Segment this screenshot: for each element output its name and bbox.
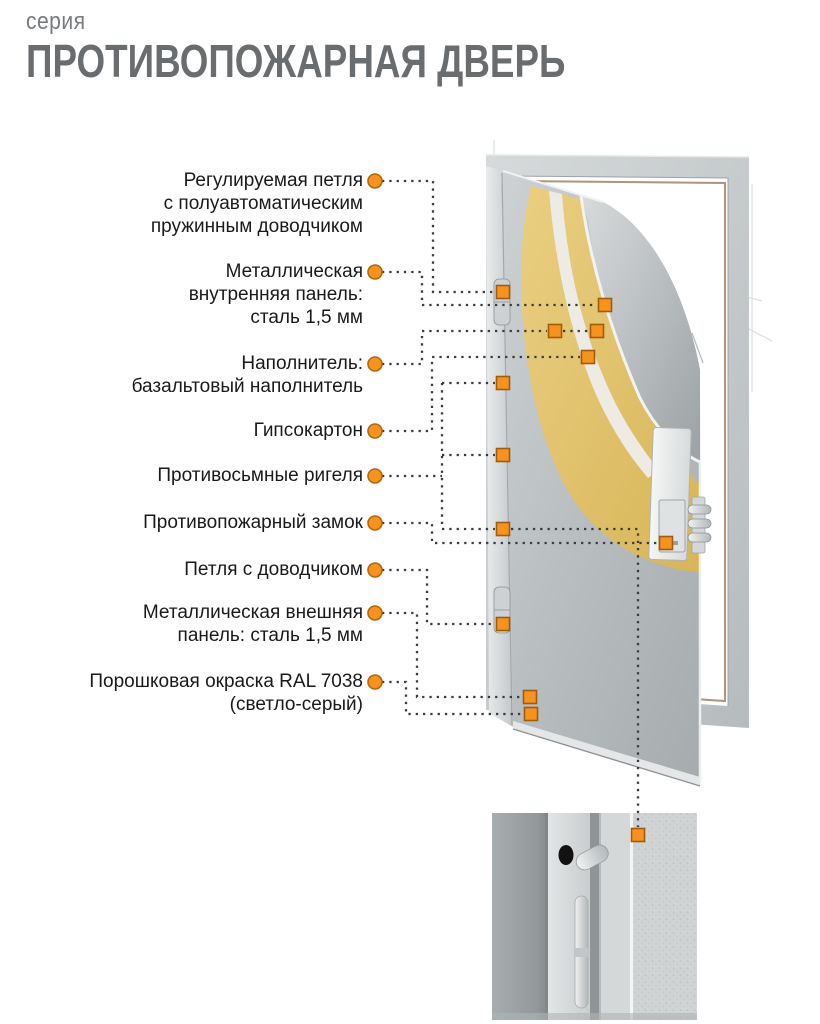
label-powder-coating: Порошковая окраска RAL 7038 (светло-серы… bbox=[89, 671, 363, 715]
label-adjustable-hinge: Регулируемая петля с полуавтоматическим … bbox=[150, 170, 363, 237]
marker-dot bbox=[367, 264, 383, 280]
marker-square bbox=[580, 349, 596, 365]
label-fire-lock: Противопожарный замок bbox=[143, 512, 363, 533]
door-bottom-edge bbox=[513, 721, 700, 786]
marker-square bbox=[597, 297, 613, 313]
inset-anti-removal-pin bbox=[575, 844, 609, 871]
label-inner-panel: Металлическая внутренняя панель: сталь 1… bbox=[188, 261, 363, 328]
marker-squares bbox=[495, 284, 674, 843]
marker-square bbox=[522, 689, 538, 705]
marker-square bbox=[495, 521, 511, 537]
marker-dot bbox=[367, 468, 383, 484]
marker-dot bbox=[367, 515, 383, 531]
marker-dot bbox=[367, 423, 383, 439]
label-anti-removal-bolts: Противосьмные ригеля bbox=[157, 465, 363, 486]
marker-square bbox=[523, 706, 539, 722]
inset-frame-panel bbox=[492, 813, 548, 1020]
marker-dot bbox=[367, 173, 383, 189]
marker-dot bbox=[367, 562, 383, 578]
marker-square bbox=[630, 827, 646, 843]
inner-steel-panel bbox=[581, 196, 700, 462]
marker-square bbox=[495, 375, 511, 391]
marker-square bbox=[495, 284, 511, 300]
inset-channel bbox=[590, 813, 601, 1020]
inset-bolt-hole bbox=[558, 845, 574, 865]
marker-square bbox=[658, 535, 674, 551]
marker-square bbox=[495, 447, 511, 463]
label-hinge-with-closer: Петля с доводчиком bbox=[184, 559, 363, 580]
marker-square bbox=[495, 616, 511, 632]
page-title: ПРОТИВОПОЖАРНАЯ ДВЕРЬ bbox=[26, 35, 566, 87]
marker-square bbox=[547, 323, 563, 339]
connector-lines bbox=[382, 179, 658, 827]
marker-dot bbox=[367, 356, 383, 372]
lock-bolts bbox=[687, 504, 712, 543]
label-dots bbox=[367, 173, 383, 690]
edge-detail-inset bbox=[492, 813, 697, 1020]
door-leaf bbox=[486, 166, 712, 787]
marker-dot bbox=[367, 674, 383, 690]
label-gypsum-board: Гипсокартон bbox=[253, 420, 363, 441]
marker-dot bbox=[367, 605, 383, 621]
gypsum-layer bbox=[549, 191, 659, 478]
inset-powder-coat-surface bbox=[633, 813, 697, 1020]
series-label: серия bbox=[26, 8, 86, 35]
marker-square bbox=[589, 323, 605, 339]
page-header: серия ПРОТИВОПОЖАРНАЯ ДВЕРЬ bbox=[26, 8, 700, 84]
label-filler: Наполнитель: базальтовый наполнитель bbox=[131, 353, 363, 397]
label-outer-panel: Металлическая внешняя панель: сталь 1,5 … bbox=[142, 602, 363, 646]
